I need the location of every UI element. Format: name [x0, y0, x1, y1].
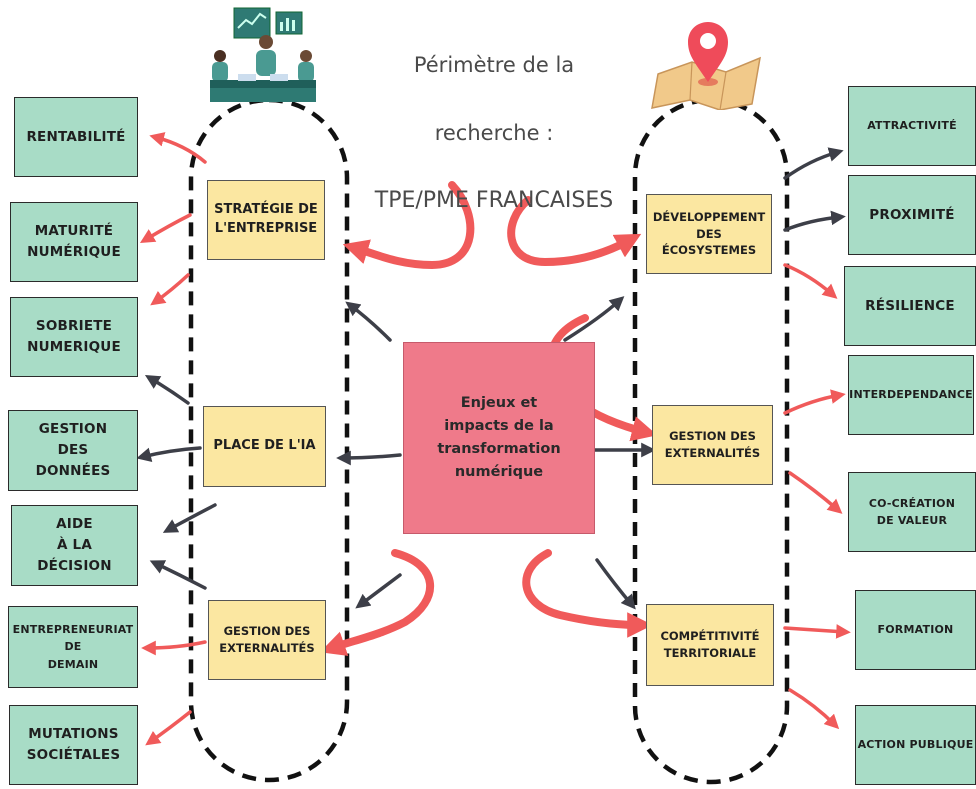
- arrow-to-sobriete-dark: [144, 374, 190, 405]
- arrow-center-to-ecosystemes: [563, 296, 625, 342]
- topic-formation: FORMATION: [855, 590, 976, 670]
- topic-aide-decision: AIDE À LA DÉCISION: [11, 505, 138, 586]
- arrow-to-formation: [783, 624, 851, 639]
- research-scope-title: Périmètre de la recherche : TPE/PME FRAN…: [340, 14, 648, 252]
- big-arrow-to-ecosystemes: [507, 196, 642, 267]
- arrow-to-sobriete: [150, 273, 190, 306]
- topic-resilience: RÉSILIENCE: [844, 266, 976, 346]
- arrow-to-interdependance: [783, 389, 846, 415]
- arrow-center-to-competitivite: [595, 558, 636, 610]
- topic-rentabilite: RENTABILITÉ: [14, 97, 138, 177]
- topic-maturite-numerique: MATURITÉ NUMÉRIQUE: [10, 202, 138, 282]
- arrow-to-maturite: [139, 213, 192, 244]
- topic-gestion-donnees: GESTION DES DONNÉES: [8, 410, 138, 491]
- topic-action-publique: ACTION PUBLIQUE: [855, 705, 976, 785]
- title-line-2: recherche :: [434, 121, 554, 145]
- map-pin-icon: [651, 22, 761, 110]
- arrow-to-action: [788, 688, 840, 730]
- topic-sobriete-numerique: SOBRIETE NUMERIQUE: [10, 297, 138, 377]
- arrow-center-to-externalites-left: [355, 573, 402, 609]
- central-topic-box: Enjeux et impacts de la transformation n…: [403, 342, 595, 534]
- arrow-to-mutations: [145, 710, 192, 746]
- arrow-to-rentabilite: [149, 132, 207, 164]
- title-line-1: Périmètre de la: [413, 53, 575, 77]
- topic-mutations-societales: MUTATIONS SOCIÉTALES: [9, 705, 138, 785]
- big-arrow-to-strategie: [342, 181, 475, 270]
- team-meeting-icon: [210, 7, 316, 102]
- arrow-center-to-ia: [336, 450, 402, 466]
- arrow-to-entrepreneuriat: [141, 640, 207, 656]
- axis-place-ia: PLACE DE L'IA: [203, 406, 326, 487]
- big-arrow-to-competitivite: [522, 549, 653, 638]
- arrow-to-attractivite: [783, 147, 844, 180]
- topic-interdependance: INTERDEPENDANCE: [848, 355, 974, 435]
- arrow-to-cocreation: [788, 471, 843, 514]
- axis-strategie-entreprise: STRATÉGIE DE L'ENTREPRISE: [207, 180, 325, 260]
- axis-competitivite-territoriale: COMPÉTITIVITÉ TERRITORIALE: [646, 604, 774, 686]
- arrow-to-donnees: [136, 446, 202, 462]
- topic-co-creation-valeur: CO-CRÉATION DE VALEUR: [848, 472, 976, 552]
- big-arrow-to-externalites-left: [319, 549, 434, 656]
- arrow-center-to-strategie: [345, 301, 392, 342]
- axis-gestion-externalites-right: GESTION DES EXTERNALITÉS: [652, 405, 773, 485]
- title-line-3: TPE/PME FRANCAISES: [374, 188, 614, 213]
- topic-proximite: PROXIMITÉ: [848, 175, 976, 255]
- arrow-to-resilience: [783, 263, 838, 299]
- topic-attractivite: ATTRACTIVITÉ: [848, 86, 976, 166]
- arrow-to-decision: [162, 503, 217, 533]
- arrow-to-proximite: [783, 210, 846, 232]
- axis-developpement-ecosystemes: DÉVELOPPEMENT DES ÉCOSYSTEMES: [646, 194, 772, 274]
- topic-entrepreneuriat-demain: ENTREPRENEURIAT DE DEMAIN: [8, 606, 138, 688]
- axis-gestion-externalites-left: GESTION DES EXTERNALITÉS: [208, 600, 326, 680]
- arrow-to-decision-2: [149, 560, 207, 590]
